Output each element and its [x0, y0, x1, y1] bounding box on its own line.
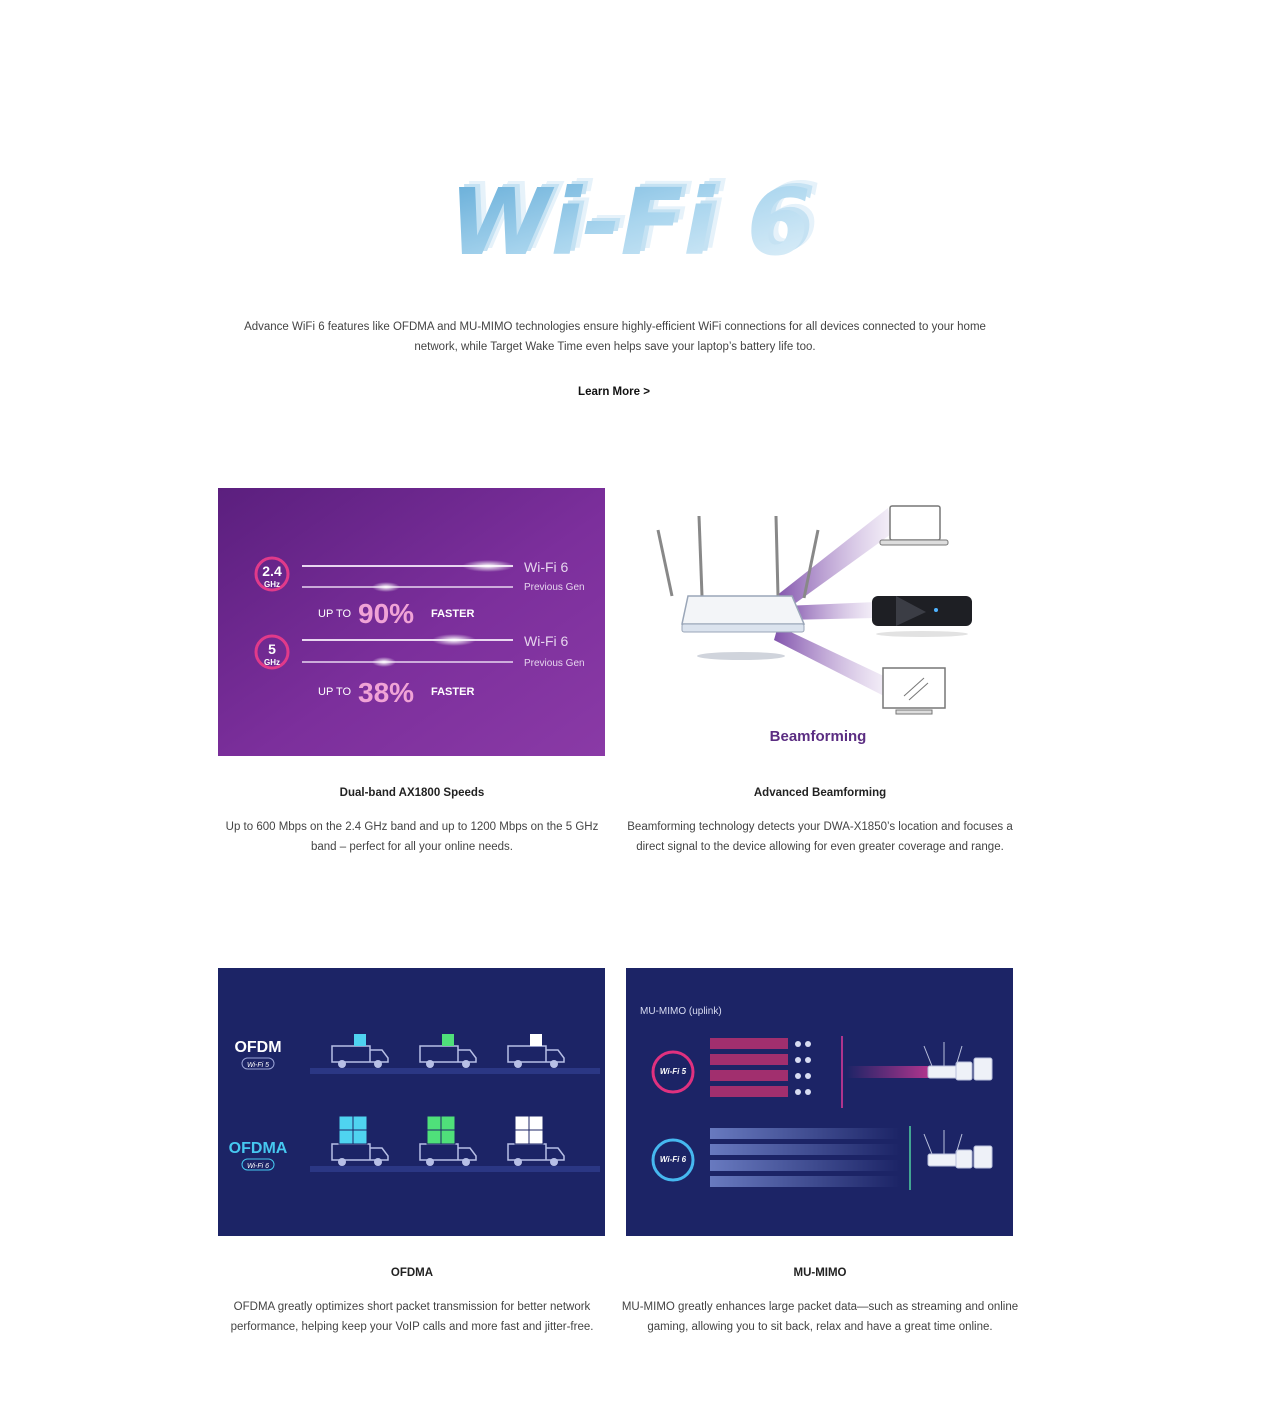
svg-text:FASTER: FASTER [431, 608, 474, 620]
svg-text:GHz: GHz [264, 658, 280, 667]
svg-text:GHz: GHz [264, 580, 280, 589]
pct-38: 38% [358, 677, 414, 708]
svg-text:UP TO: UP TO [318, 608, 351, 620]
svg-text:FASTER: FASTER [431, 686, 474, 698]
laptop-icon [879, 505, 949, 546]
svg-text:OFDM: OFDM [234, 1039, 281, 1056]
feature-desc-speeds: Up to 600 Mbps on the 2.4 GHz band and u… [225, 821, 599, 853]
feature-desc-beamforming: Beamforming technology detects your DWA-… [627, 821, 1013, 853]
svg-text:Wi-Fi 5: Wi-Fi 5 [247, 1062, 269, 1069]
learn-more-link[interactable]: Learn More > [578, 386, 650, 398]
svg-text:Wi-Fi 5: Wi-Fi 5 [660, 1067, 687, 1076]
svg-text:OFDMA: OFDMA [229, 1140, 288, 1157]
svg-text:Wi-Fi 6: Wi-Fi 6 [247, 1163, 269, 1170]
mumimo-graphic: MU-MIMO (uplink) Wi-Fi 5 Wi-Fi 6 [626, 968, 1013, 1236]
feature-desc-mumimo: MU-MIMO greatly enhances large packet da… [621, 1301, 1019, 1333]
intro-text: Advance WiFi 6 features like OFDMA and M… [244, 321, 986, 353]
feature-title-mumimo: MU-MIMO [793, 1267, 847, 1279]
speeds-graphic: 2.4 GHz Wi-Fi 6 Previous Gen UP TO 90% F… [218, 488, 605, 756]
svg-text:UP TO: UP TO [318, 686, 351, 698]
beamforming-label: Beamforming [770, 728, 867, 745]
router-icon-bottom [923, 1130, 993, 1169]
svg-text:Wi-Fi 6: Wi-Fi 6 [459, 170, 820, 270]
svg-text:Wi-Fi 6: Wi-Fi 6 [454, 170, 816, 273]
feature-desc-ofdma: OFDMA greatly optimizes short packet tra… [230, 1301, 594, 1333]
svg-text:Wi-Fi 6: Wi-Fi 6 [524, 559, 569, 575]
feature-title-ofdma: OFDMA [390, 1267, 434, 1279]
wifi6-logo: Wi-Fi 6 Wi-Fi 6 Wi-Fi 6 [449, 170, 820, 275]
set-top-box-icon [872, 596, 972, 637]
svg-text:Previous Gen: Previous Gen [524, 658, 585, 669]
feature-title-speeds: Dual-band AX1800 Speeds [339, 787, 485, 799]
monitor-icon [882, 667, 946, 715]
beamforming-graphic: Beamforming [626, 488, 1013, 756]
svg-text:Wi-Fi 6: Wi-Fi 6 [660, 1155, 687, 1164]
mumimo-title: MU-MIMO (uplink) [640, 1006, 722, 1017]
band-2-4-label: 2.4 [262, 563, 282, 579]
ofdma-graphic: OFDM Wi-Fi 5 OFDMA Wi-Fi 6 [218, 968, 605, 1236]
svg-text:Previous Gen: Previous Gen [524, 582, 585, 593]
router-icon-top [923, 1042, 993, 1081]
pct-90: 90% [358, 598, 414, 629]
feature-title-beamforming: Advanced Beamforming [753, 787, 887, 799]
svg-text:Wi-Fi 6: Wi-Fi 6 [524, 633, 569, 649]
band-5-label: 5 [268, 641, 276, 657]
router-icon [656, 515, 820, 660]
svg-text:Wi-Fi 6: Wi-Fi 6 [449, 170, 811, 275]
